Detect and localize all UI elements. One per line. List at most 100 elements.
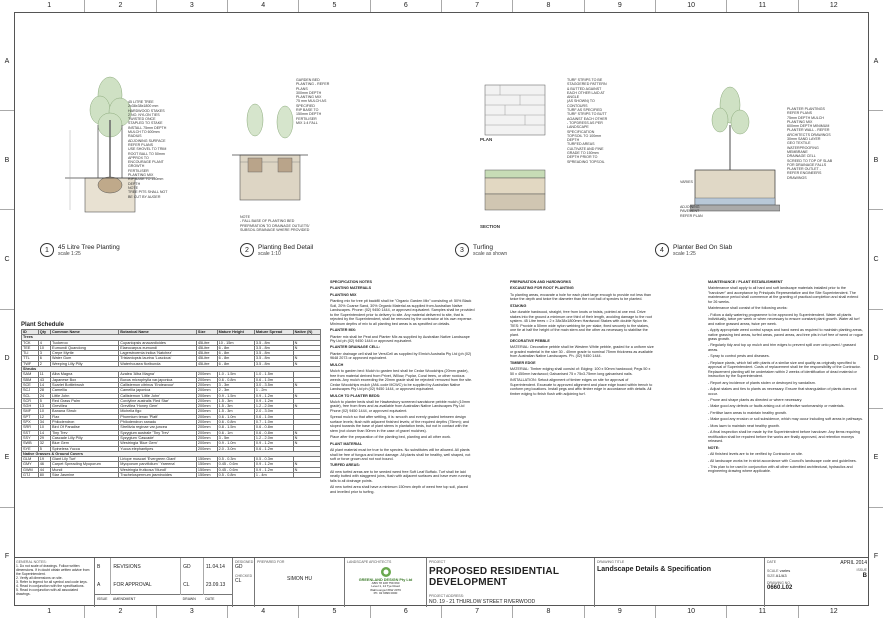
detail-scale: scale 1:10 [258, 250, 281, 257]
spec-heading: SPECIFICATION NOTES [330, 280, 372, 284]
row-letter: D [869, 308, 883, 408]
spec-paragraph: To planting areas, excavate a hole for e… [510, 292, 652, 302]
date-label: DATE [767, 560, 777, 564]
schedule-cell: GTJ [21, 471, 39, 479]
row-letter: B [869, 110, 883, 209]
column-number: 8 [512, 0, 583, 12]
column-number: 9 [583, 606, 655, 618]
row-letter: C [869, 209, 883, 308]
row-letter: E [869, 407, 883, 507]
schedule-cell: Phormium tenax 'Platt' [118, 413, 197, 421]
column-number: 11 [726, 0, 797, 12]
spec-paragraph: - Make good any defects or faults arisin… [708, 404, 845, 409]
general-note: 4. Read in conjunction with the specific… [16, 584, 85, 588]
revision-header-issue: ISSUE [95, 594, 111, 603]
spec-paragraph: - Fertilise lawn areas to maintain healt… [708, 410, 788, 415]
schedule-cell: Cupaniopsis anacardioides [118, 339, 197, 346]
column-number: 2 [84, 0, 155, 12]
schedule-cell: Myoporum parvifolium ' Yareena' [118, 461, 197, 468]
schedule-cell: Syzygium australe 'Tiny Trev' [118, 429, 197, 436]
column-number: 5 [298, 606, 369, 618]
detail-number: 4 [655, 243, 669, 257]
row-letter: E [0, 407, 14, 507]
spec-paragraph: - Report any incidence of plants stolen … [708, 380, 816, 385]
plant-schedule-title: Plant Schedule [21, 322, 65, 328]
column-number: 12 [797, 606, 869, 618]
spec-paragraph: All new turfed areas are to be seeded we… [330, 469, 471, 483]
schedule-cell: 0.5 - 0.8m [216, 471, 255, 479]
row-letter: A [4, 57, 10, 65]
spec-paragraph: MATERIAL: Timber edging shall consist of… [510, 367, 651, 376]
spec-heading: Plant Material [330, 441, 363, 446]
schedule-cell: Grevillea 'Honey Gem' [118, 403, 197, 410]
issue-value: B [862, 573, 867, 579]
detail-scale: scale 1:25 [58, 250, 81, 257]
spec-heading: Timber Edge [510, 360, 536, 365]
spec-heading: Turfed areas: [330, 463, 360, 468]
checked-value: CL [235, 578, 242, 584]
spec-paragraph: All plant material must be true to the s… [330, 448, 471, 461]
detail-number: 2 [240, 243, 254, 257]
scale-value: varies [779, 568, 791, 573]
firm-logo-icon [380, 567, 391, 577]
schedule-header-cell: Mature Height [216, 328, 255, 336]
spec-paragraph: All new turfed area shall have a minimum… [330, 485, 468, 494]
schedule-cell: Lagerstroemia indica 'Natchez' [118, 350, 197, 357]
spec-paragraph: - Apply appropriate weed control sprays … [708, 328, 863, 341]
schedule-header-cell: Qty [37, 328, 52, 336]
general-notes-list: 1. Do not scale of drawings. Follow writ… [16, 564, 92, 596]
title-block: GENERAL NOTES: 1. Do not scale of drawin… [14, 557, 869, 607]
spec-paragraph: - Replace plants, which fail with plants… [708, 360, 861, 379]
detail-number: 3 [455, 243, 469, 257]
row-letter: D [0, 308, 14, 408]
revision-amendment: FOR APPROVAL [110, 576, 182, 595]
detail-title: 45 Litre Tree Planting [58, 243, 120, 251]
schedule-cell: Waterhousea floribunda [118, 360, 197, 368]
spec-heading: PREPARATION AND HARDWORKS [510, 280, 571, 284]
column-number: 9 [583, 0, 655, 12]
detail-title: Planting Bed Detail [258, 243, 314, 251]
tree-planting-drawing [65, 76, 155, 213]
tree-planting-notes: 45 LITRE TREE 2x38x38x1800 mm HARDWOOD S… [128, 100, 168, 199]
spec-paragraph: MATERIAL: Decorative pebble shall be Wes… [510, 345, 654, 359]
column-number: 11 [726, 606, 797, 618]
spec-paragraph: Planter mix shall be Peat and Planter Mi… [330, 334, 470, 343]
column-number: 12 [797, 0, 869, 12]
spec-paragraph: Use durable hardwood, straight, free fro… [510, 310, 652, 337]
spec-paragraph: Spread mulch so that after settling, it … [330, 415, 469, 433]
planter-on-slab-drawing [690, 86, 780, 212]
spec-paragraph: Maintenance shall apply to all hard and … [708, 286, 859, 304]
revision-issue: A [95, 576, 112, 595]
designed-label: DESIGNED [235, 560, 254, 564]
spec-paragraph: - All landscape works be in strict accor… [708, 458, 857, 463]
general-note: 5. Read in conjunction with all associat… [16, 588, 79, 596]
spec-paragraph: - Adjust stakes and ties to plants as ne… [708, 387, 857, 396]
project-address-label: PROJECT ADDRESS: [429, 594, 464, 598]
spec-heading: NOTE: [708, 445, 720, 450]
designed-value: GD [235, 564, 243, 570]
planter-side-note: ADJOINING PAVEMENT REFER PLAN [680, 205, 703, 218]
general-note: 1. Do not scale of drawings. Follow writ… [16, 564, 90, 576]
drawing-number-label: DRAWING No. [767, 581, 791, 585]
detail-title: Planter Bed On Slab [673, 243, 733, 251]
column-number: 5 [298, 0, 369, 12]
